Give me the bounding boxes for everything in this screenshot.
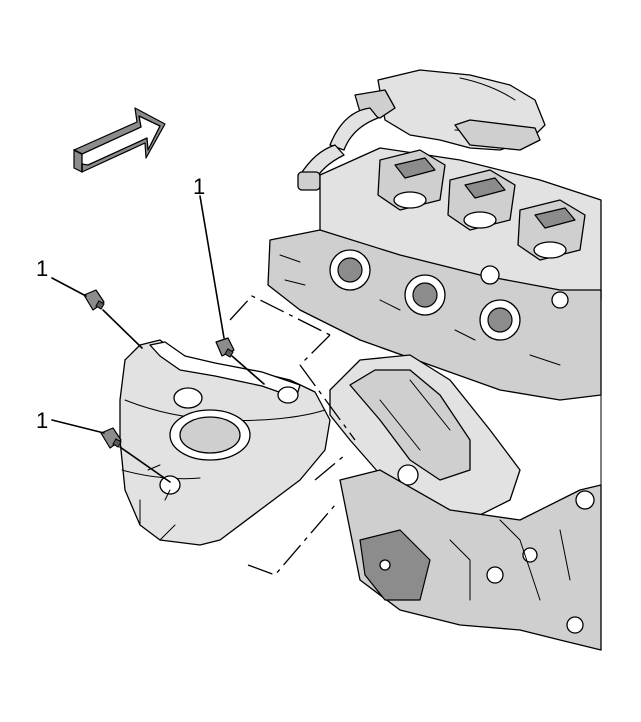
assembly-alignment-lines xyxy=(229,295,356,576)
bolt-icon xyxy=(100,427,122,449)
exhaust-port xyxy=(479,299,521,341)
bolt-icon xyxy=(83,289,105,311)
callout-1-left: 1 xyxy=(36,256,48,281)
ignition-coil xyxy=(517,199,586,261)
exhaust-manifold xyxy=(329,354,521,526)
exhaust-manifold-heat-shield xyxy=(119,339,331,546)
callout-leader-lines xyxy=(51,195,265,483)
exhaust-port xyxy=(329,249,371,291)
heat-shield-opening xyxy=(159,386,299,495)
callout-1-lower: 1 xyxy=(36,408,48,433)
ignition-coil xyxy=(447,169,516,231)
callout-1-upper: 1 xyxy=(193,174,205,199)
block-bolt-hole xyxy=(379,490,595,634)
front-direction-arrow-icon xyxy=(73,107,166,173)
exhaust-port xyxy=(404,274,446,316)
engine-assembly xyxy=(267,69,602,651)
bolt-icon xyxy=(215,337,235,358)
ignition-coil xyxy=(377,149,446,211)
